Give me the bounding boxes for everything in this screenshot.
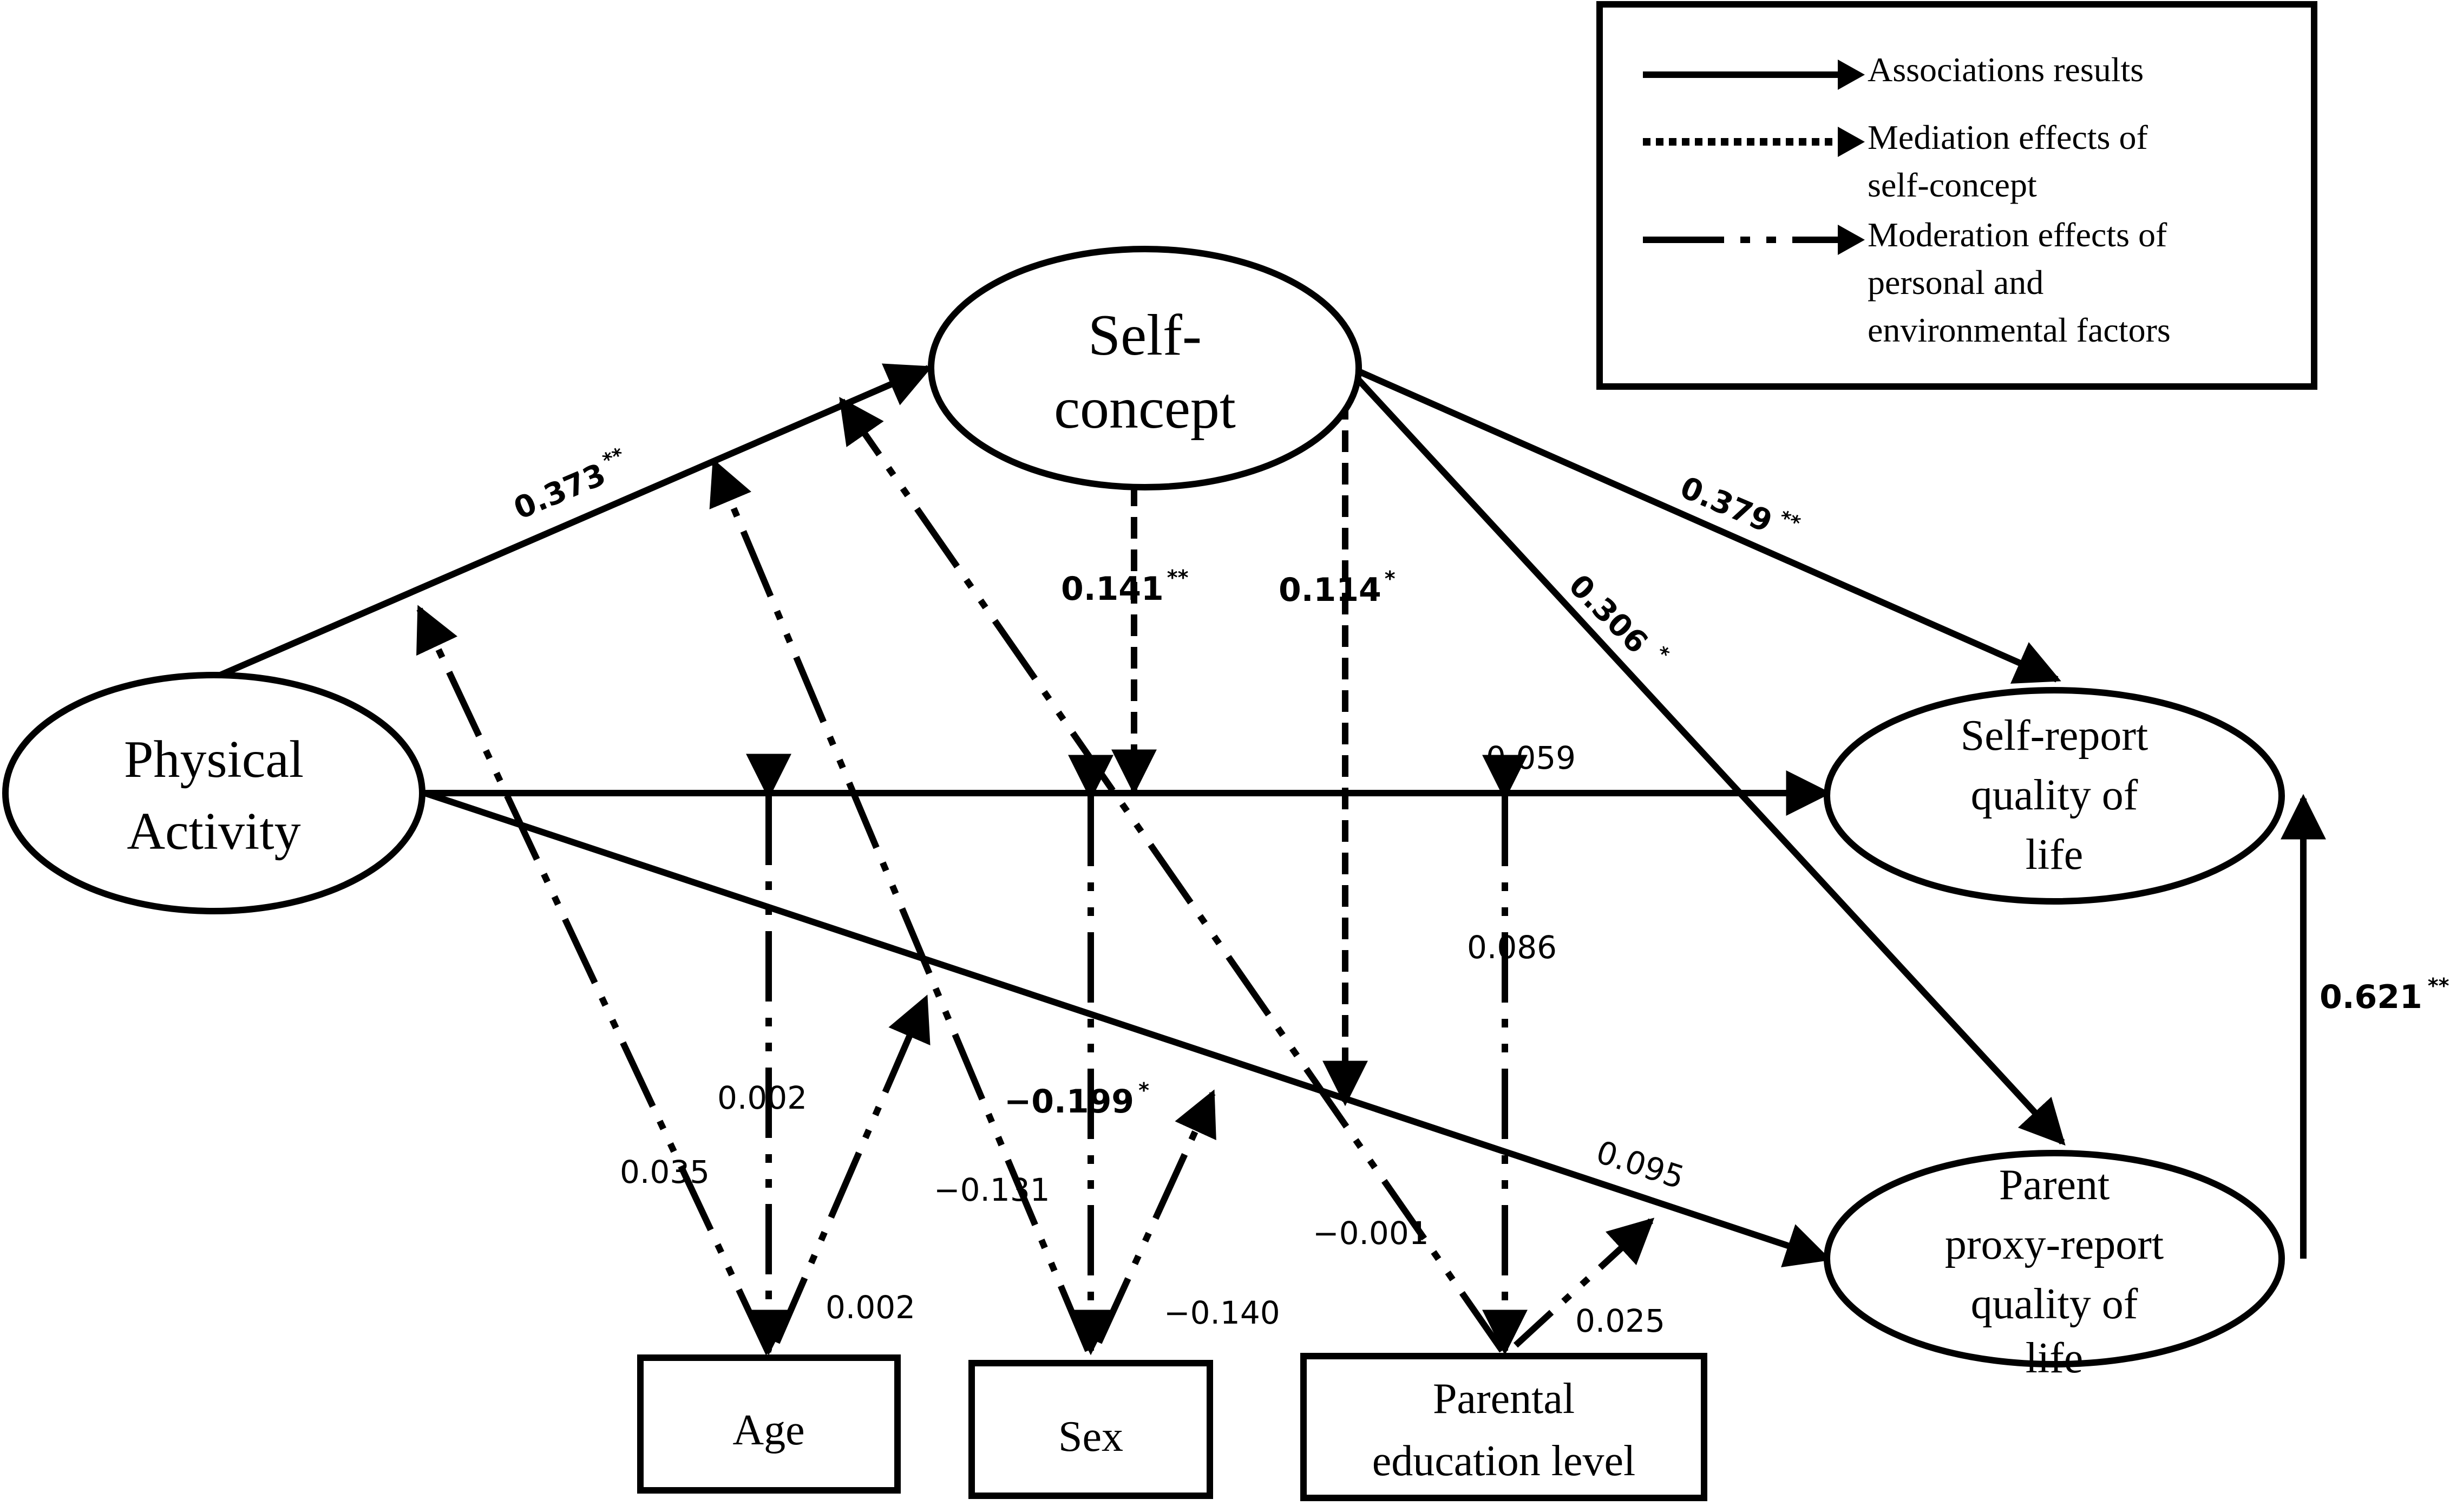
edge-pa-to-self-concept xyxy=(215,363,933,680)
node-parent-proxy-qol-line-3: quality of xyxy=(1971,1280,2138,1328)
node-parental-education-line-2: education level xyxy=(1372,1437,1635,1485)
label-edu-mod-pp: 0.025 xyxy=(1575,1302,1665,1339)
label-age-mod-sr: 0.002 xyxy=(717,1079,807,1116)
legend: Associations results Mediation effects o… xyxy=(1596,1,2317,390)
edge-sex-mod-parent-proxy xyxy=(1096,1089,1216,1344)
label-mediation-sr: 0.141** xyxy=(1061,566,1189,608)
node-physical-activity-line-2: Activity xyxy=(127,802,300,861)
label-sex-mod-sc: −0.131 xyxy=(934,1171,1050,1208)
edge-edu-mod-parent-proxy xyxy=(1513,1218,1655,1348)
node-physical-activity-line-1: Physical xyxy=(124,730,304,789)
legend-label-moderation-3: environmental factors xyxy=(1868,311,2171,349)
label-edu-mod-sc: −0.001 xyxy=(1313,1215,1429,1252)
node-self-report-qol: Self-report quality of life xyxy=(1824,687,2285,905)
label-pa-to-sc: 0.373** xyxy=(507,443,633,526)
node-sex: Sex xyxy=(968,1360,1213,1499)
label-sex-mod-pp: −0.140 xyxy=(1164,1294,1280,1331)
label-mediation-pp: 0.114* xyxy=(1279,567,1396,609)
legend-solid-arrowhead xyxy=(1838,60,1865,90)
label-qol-correlation: 0.621** xyxy=(2320,974,2449,1016)
node-sex-label: Sex xyxy=(1058,1413,1123,1461)
legend-dashdot-arrowhead xyxy=(1838,225,1865,255)
node-self-report-qol-line-1: Self-report xyxy=(1961,712,2148,760)
node-self-concept: Self- concept xyxy=(928,246,1362,490)
edge-self-concept-to-self-report-qol xyxy=(1344,362,2061,684)
label-edu-mod-sr: 0.086 xyxy=(1467,929,1557,966)
legend-label-mediation-2: self-concept xyxy=(1868,166,2037,204)
node-parent-proxy-qol: Parent proxy-report quality of life xyxy=(1824,1150,2285,1382)
node-self-concept-line-1: Self- xyxy=(1088,303,1202,368)
edge-edu-mod-self-concept xyxy=(839,397,1505,1353)
node-parent-proxy-qol-line-4: life xyxy=(2026,1334,2084,1382)
label-sex-mod-sr: −0.199* xyxy=(1004,1078,1149,1121)
node-age-label: Age xyxy=(732,1406,804,1454)
node-self-report-qol-line-2: quality of xyxy=(1971,771,2138,819)
edge-pa-to-parent-proxy-qol xyxy=(424,790,1831,1268)
legend-label-moderation-2: personal and xyxy=(1868,263,2043,302)
legend-label-moderation-1: Moderation effects of xyxy=(1868,215,2167,254)
edge-sex-mod-self-concept xyxy=(709,459,1091,1352)
label-pa-to-srqol: 0.059 xyxy=(1486,739,1576,776)
legend-label-associations: Associations results xyxy=(1868,50,2144,89)
edges xyxy=(215,362,2326,1356)
node-parent-proxy-qol-line-1: Parent xyxy=(1999,1161,2110,1209)
edge-age-mod-self-concept xyxy=(416,605,772,1355)
edge-age-mod-parent-proxy xyxy=(774,994,931,1344)
nodes: Physical Activity Self- concept Self-rep… xyxy=(2,246,2285,1501)
node-physical-activity: Physical Activity xyxy=(2,672,425,914)
node-parental-education-line-1: Parental xyxy=(1433,1375,1575,1423)
node-self-report-qol-line-3: life xyxy=(2026,831,2084,879)
node-parental-education: Parental education level xyxy=(1300,1353,1707,1501)
label-age-mod-sc: 0.035 xyxy=(620,1154,710,1190)
edge-self-concept-to-parent-proxy-qol xyxy=(1342,363,2066,1146)
node-self-concept-line-2: concept xyxy=(1054,376,1236,441)
legend-label-mediation-1: Mediation effects of xyxy=(1868,118,2148,156)
node-parent-proxy-qol-line-2: proxy-report xyxy=(1945,1221,2164,1268)
legend-box xyxy=(1596,1,2317,390)
legend-dotted-arrowhead xyxy=(1838,127,1865,157)
label-age-mod-pp: 0.002 xyxy=(826,1289,915,1326)
node-age: Age xyxy=(637,1354,901,1494)
